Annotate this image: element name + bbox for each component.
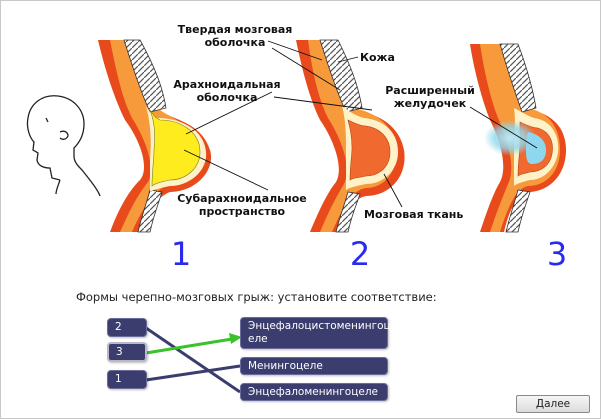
next-button[interactable]: Далее	[516, 395, 590, 413]
child-profile-icon	[27, 96, 100, 196]
left-item-1[interactable]: 1	[107, 370, 147, 389]
diagram-2	[296, 40, 405, 232]
label-brain-tissue: Мозговая ткань	[364, 208, 463, 221]
diagram-number-3: 3	[547, 235, 567, 273]
diagram-3	[470, 44, 566, 232]
left-item-3[interactable]: 3	[107, 342, 147, 362]
right-item-encephalomeningocele[interactable]: Энцефаломенингоцеле	[240, 383, 388, 401]
label-skin: Кожа	[360, 51, 395, 64]
left-item-2[interactable]: 2	[107, 318, 147, 337]
diagram-number-1: 1	[171, 235, 191, 273]
right-item-encephalocystomeningocele[interactable]: Энцефалоцистоменингоц еле	[240, 317, 388, 349]
diagram-number-2: 2	[350, 235, 370, 273]
right-item-meningocele[interactable]: Менингоцеле	[240, 357, 388, 375]
question-text: Формы черепно-мозговых грыж: установите …	[76, 290, 437, 304]
